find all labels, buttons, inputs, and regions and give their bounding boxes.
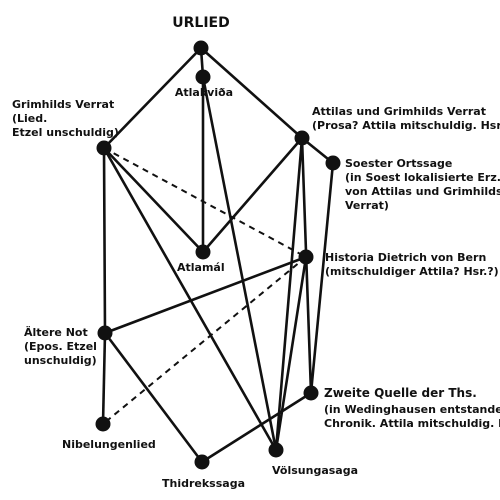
node-aeltere: [97, 325, 113, 341]
label-soester-line-2: von Attilas und Grimhilds: [345, 185, 500, 198]
label-thidrekssaga-line-0: Thidrekssaga: [162, 477, 245, 490]
label-nibelungenlied: Nibelungenlied: [62, 438, 156, 451]
node-thidrekssaga: [194, 454, 210, 470]
label-nibelungenlied-line-0: Nibelungenlied: [62, 438, 156, 451]
node-layer: [95, 40, 341, 470]
label-grimhilds: Grimhilds Verrat(Lied.Etzel unschuldig): [12, 98, 119, 139]
label-soester-line-0: Soester Ortssage: [345, 157, 452, 170]
label-grimhilds-line-2: Etzel unschuldig): [12, 126, 119, 139]
edge-grimhilds-to-volsungasaga: [102, 146, 278, 452]
edge-historia-to-nibelungenlied: [102, 256, 307, 425]
label-volsungasaga: Völsungasaga: [272, 464, 358, 477]
node-atlakvida: [195, 69, 211, 85]
label-volsungasaga-line-0: Völsungasaga: [272, 464, 358, 477]
edge-atlakvida-to-volsungasaga: [201, 75, 278, 452]
label-atlakvida-line-0: Atlakviða: [175, 86, 233, 99]
edge-attilas-to-zweite: [300, 136, 313, 395]
label-atlamal: Atlamál: [177, 261, 225, 274]
edge-grimhilds-to-atlamal: [102, 146, 205, 254]
label-zweite: Zweite Quelle der Ths. (in Wedinghausen e…: [324, 386, 500, 430]
label-historia-line-1: (mitschuldiger Attila? Hsr.?): [325, 265, 499, 278]
node-attilas: [294, 130, 310, 146]
label-soester-line-1: (in Soest lokalisierte Erz.: [345, 171, 500, 184]
label-aeltere-line-0: Ältere Not: [24, 325, 88, 339]
edge-zweite-to-thidrekssaga: [200, 391, 313, 464]
edge-aeltere-to-thidrekssaga: [103, 331, 204, 464]
label-grimhilds-line-1: (Lied.: [12, 112, 47, 125]
node-zweite: [303, 385, 319, 401]
edge-urlied-to-attilas: [199, 46, 304, 140]
node-soester: [325, 155, 341, 171]
label-zweite-line-2: Chronik. Attila mitschuldig. Hsr.): [324, 417, 500, 430]
label-zweite-line-0: Zweite Quelle der Ths.: [324, 386, 477, 400]
label-thidrekssaga: Thidrekssaga: [162, 477, 245, 490]
label-zweite-line-1: (in Wedinghausen entstandene: [324, 403, 500, 416]
edge-attilas-to-volsungasaga: [274, 136, 304, 452]
label-soester: Soester Ortssage(in Soest lokalisierte E…: [345, 157, 500, 212]
label-urlied-line-0: URLIED: [172, 15, 229, 31]
label-atlamal-line-0: Atlamál: [177, 261, 225, 274]
label-soester-line-3: Verrat): [345, 199, 389, 212]
label-atlakvida: Atlakviða: [175, 86, 233, 99]
edge-grimhilds-to-historia: [103, 147, 307, 258]
label-aeltere-line-1: (Epos. Etzel: [24, 340, 97, 353]
node-volsungasaga: [268, 442, 284, 458]
label-historia-line-0: Historia Dietrich von Bern: [325, 251, 486, 264]
label-attilas-line-1: (Prosa? Attila mitschuldig. Hsr.): [312, 119, 500, 132]
edge-grimhilds-to-aeltere: [102, 146, 107, 335]
edge-urlied-to-grimhilds: [102, 46, 203, 150]
node-grimhilds: [96, 140, 112, 156]
node-atlamal: [195, 244, 211, 260]
edge-attilas-to-atlamal: [201, 136, 304, 254]
edge-soester-to-zweite: [309, 161, 335, 395]
label-urlied: URLIED: [172, 15, 229, 31]
label-historia: Historia Dietrich von Bern(mitschuldiger…: [325, 251, 499, 278]
edge-aeltere-to-nibelungenlied: [101, 331, 107, 426]
node-urlied: [193, 40, 209, 56]
label-grimhilds-line-0: Grimhilds Verrat: [12, 98, 114, 111]
label-attilas-line-0: Attilas und Grimhilds Verrat: [312, 105, 486, 118]
edge-historia-to-volsungasaga: [274, 255, 308, 452]
label-aeltere-line-2: unschuldig): [24, 354, 97, 367]
node-historia: [298, 249, 314, 265]
node-nibelungenlied: [95, 416, 111, 432]
label-attilas: Attilas und Grimhilds Verrat(Prosa? Atti…: [312, 105, 500, 132]
edge-layer: [101, 46, 335, 464]
edge-aeltere-to-historia: [103, 255, 308, 335]
